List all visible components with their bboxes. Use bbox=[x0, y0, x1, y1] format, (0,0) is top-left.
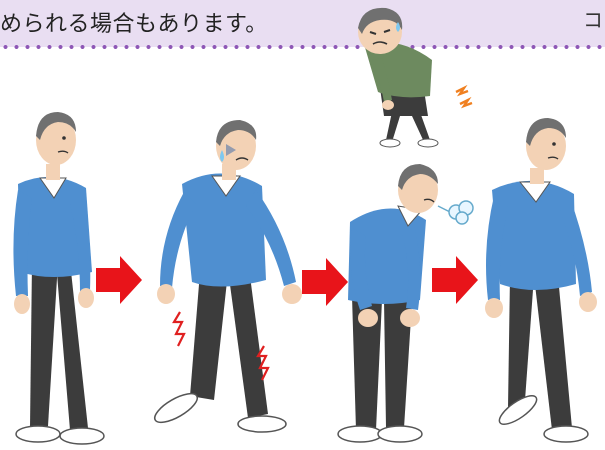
arrow-right-icon bbox=[302, 258, 348, 306]
figure-walking-normal bbox=[13, 112, 104, 444]
inset-figure-bent-over bbox=[358, 8, 472, 147]
figure-limping-pain bbox=[151, 120, 302, 432]
figure-walking-recovered bbox=[485, 118, 597, 442]
sigh-puff-icon bbox=[449, 201, 473, 224]
arrow-right-icon bbox=[96, 256, 142, 304]
arrow-right-icon bbox=[432, 256, 478, 304]
figure-bent-over-resting bbox=[338, 164, 473, 442]
pain-mark-icon bbox=[456, 88, 468, 94]
pain-mark-icon bbox=[174, 312, 184, 346]
